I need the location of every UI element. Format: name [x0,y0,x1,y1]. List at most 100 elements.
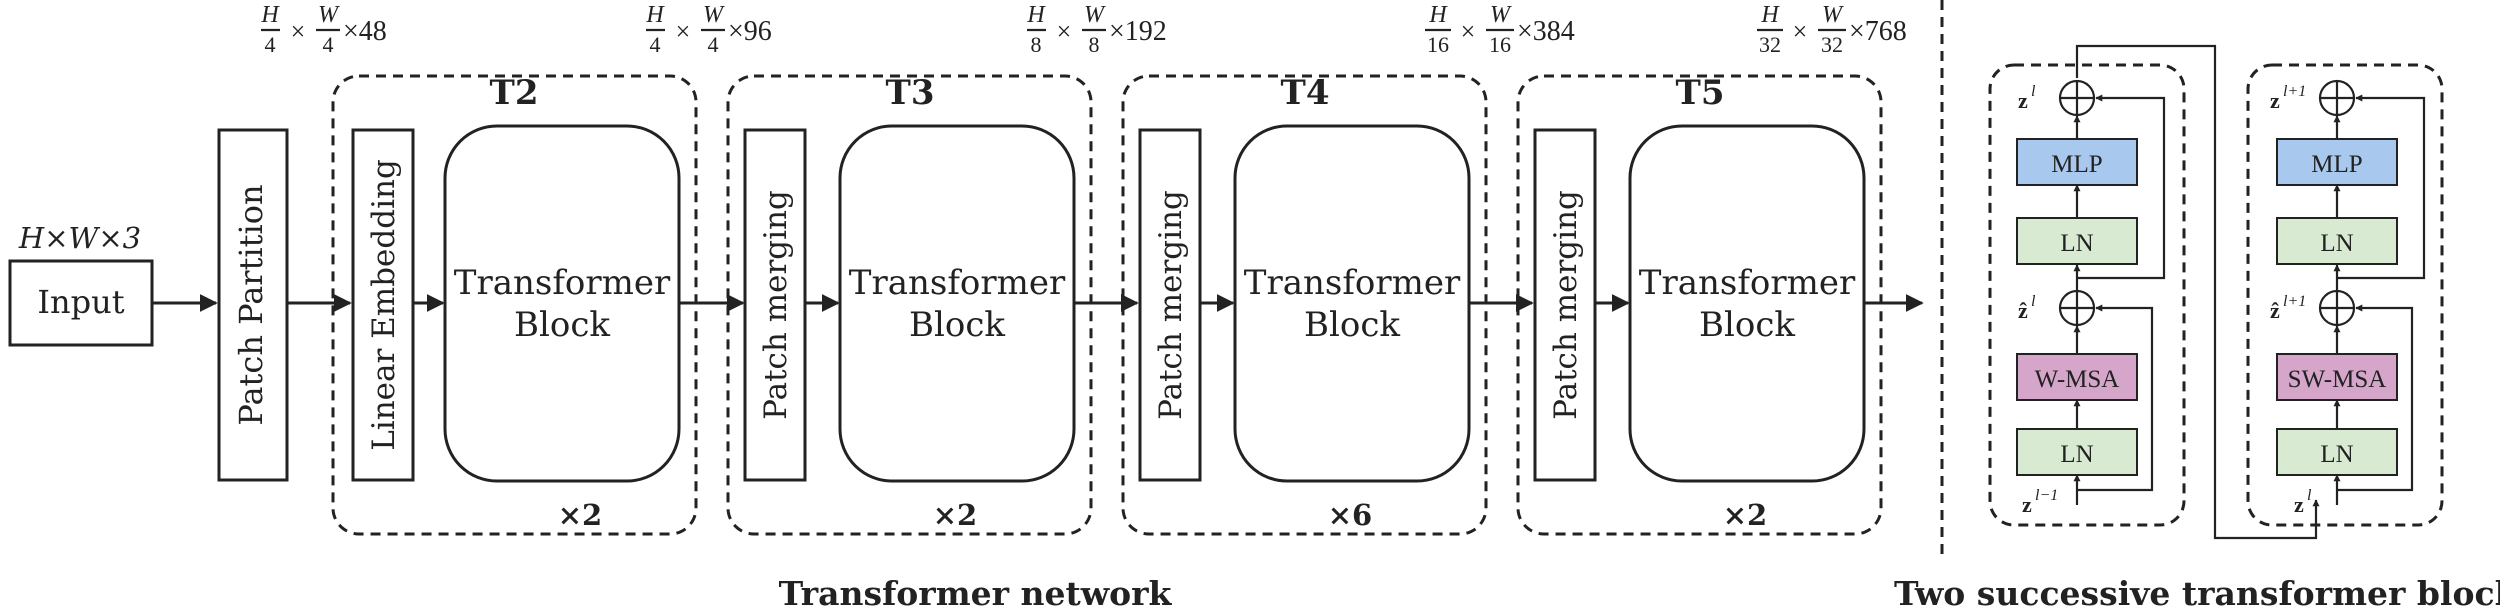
input-box [8,259,154,347]
patch-merging-label-t5: Patch merging [1548,190,1584,420]
transformer-block-t4-line1: Transformer [1244,263,1461,303]
transformer-block-t5 [1628,124,1866,483]
transformer-block-t4-line2: Block [1304,305,1400,345]
svg-text:8: 8 [1089,32,1100,57]
block-2-residual-upper [2337,94,2426,280]
block-1-z-in: z l−1 [2022,487,2058,517]
block-1-ln-top [2016,217,2138,265]
svg-text:4: 4 [650,32,661,57]
svg-text:ẑ: ẑ [2018,298,2028,323]
svg-text:H: H [645,2,665,28]
svg-text:×: × [1057,17,1072,46]
svg-text:×192: ×192 [1109,16,1167,47]
svg-text:4: 4 [323,32,334,57]
svg-text:H: H [1026,2,1046,28]
stage-t2-name: T2 [490,73,539,113]
svg-text:z: z [2022,492,2032,517]
dim-label-1: H 4 × W 4 ×48 [260,2,386,57]
patch-merging-box-t4 [1138,128,1202,482]
transformer-network: H×W×3 Input Patch Partition T2 Linear Em… [8,2,1924,613]
svg-text:W: W [1084,2,1106,28]
svg-text:z: z [2294,492,2304,517]
stages: T2 Linear Embedding Transformer Block ×2… [331,73,1924,536]
block-1-z-hat: ẑ l [2018,293,2036,323]
stage-t4: T4 Patch merging Transformer Block ×6 [1121,73,1488,536]
block-2-residual-lower [2337,304,2414,492]
block-2-attn-label: SW-MSA [2288,366,2387,393]
caption-successive-blocks: Two successive transformer blocks [1894,574,2500,613]
stage-t2-frame [331,74,698,536]
block-2-z-in: z l [2294,487,2312,517]
block-2-ln-bottom-label: LN [2320,441,2353,468]
stage-t2: T2 Linear Embedding Transformer Block ×2 [331,73,698,536]
svg-text:l: l [2031,293,2036,310]
transformer-block-t5-line1: Transformer [1639,263,1856,303]
block-2-z-hat: ẑ l+1 [2270,293,2306,323]
block-2-ln-top-label: LN [2320,230,2353,257]
svg-text:W: W [703,2,725,28]
svg-text:×: × [1461,17,1476,46]
svg-text:×: × [291,17,306,46]
svg-text:×48: ×48 [343,16,387,47]
svg-text:z: z [2018,88,2028,113]
svg-text:H: H [260,2,280,28]
svg-text:8: 8 [1031,32,1042,57]
block-1-ln-bottom-label: LN [2060,441,2093,468]
dim-label-3: H 8 × W 8 ×192 [1026,2,1166,57]
patch-merging-box-t5 [1533,128,1597,482]
svg-text:l: l [2307,487,2312,504]
transformer-block-t2-line1: Transformer [454,263,671,303]
linear-embedding-box [351,128,415,482]
svg-text:W: W [1490,2,1512,28]
svg-text:W: W [1822,2,1844,28]
svg-text:×384: ×384 [1517,16,1575,47]
stage-t5: T5 Patch merging Transformer Block ×2 [1516,73,1883,536]
block-2-attn [2276,353,2398,401]
block-1-mlp [2016,138,2138,186]
svg-text:l+1: l+1 [2283,83,2306,100]
stage-t4-name: T4 [1281,73,1330,113]
linear-embedding-label: Linear Embedding [366,159,402,451]
svg-text:4: 4 [708,32,719,57]
svg-text:z: z [2270,88,2280,113]
patch-partition-box [217,128,289,482]
transformer-block-t3 [838,124,1076,483]
patch-partition-label: Patch Partition [232,184,270,425]
patch-merging-label-t4: Patch merging [1153,190,1189,420]
svg-text:×: × [1793,17,1808,46]
svg-text:W: W [318,2,340,28]
block-2-mlp [2276,138,2398,186]
block-1-ln-bottom [2016,428,2138,476]
transformer-block-t2 [443,124,681,483]
stage-t5-repeat: ×2 [1723,498,1767,532]
svg-text:H: H [1428,2,1448,28]
svg-text:32: 32 [1821,32,1843,57]
svg-text:l+1: l+1 [2283,293,2306,310]
block-1-residual-lower [2077,304,2154,492]
block-1-z-out: z l [2018,83,2036,113]
patch-merging-label-t3: Patch merging [758,190,794,420]
block-1-residual-upper [2077,94,2166,280]
stage-t3-repeat: ×2 [933,498,977,532]
transformer-block-t5-line2: Block [1699,305,1795,345]
stage-t4-repeat: ×6 [1328,498,1372,532]
block-1-attn-label: W-MSA [2035,366,2120,393]
swin-block-1: LN W-MSA LN MLP z l [1988,63,2186,527]
svg-text:H: H [1760,2,1780,28]
svg-text:×96: ×96 [728,16,772,47]
input-dims-label: H×W×3 [18,221,141,255]
swin-block-2: LN SW-MSA LN MLP z l+1 [2246,63,2444,527]
stage-t5-name: T5 [1676,73,1725,113]
block-2-mlp-label: MLP [2311,151,2362,178]
svg-text:4: 4 [265,32,276,57]
svg-text:×: × [676,17,691,46]
svg-text:16: 16 [1427,32,1449,57]
transformer-block-t3-line2: Block [909,305,1005,345]
svg-text:l−1: l−1 [2035,487,2058,504]
transformer-block-t4 [1233,124,1471,483]
successive-blocks: LN W-MSA LN MLP z l [1894,44,2500,613]
stage-t2-repeat: ×2 [558,498,602,532]
svg-text:16: 16 [1489,32,1511,57]
stage-t4-frame [1121,74,1488,536]
